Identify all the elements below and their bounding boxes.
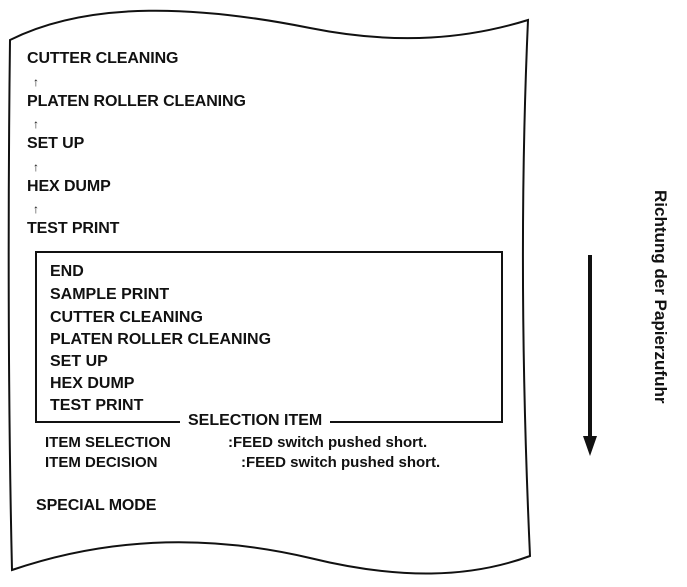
selection-item-platen-roller-cleaning: PLATEN ROLLER CLEANING	[50, 331, 272, 348]
selection-item-cutter-cleaning: CUTTER CLEANING	[50, 309, 203, 326]
paper-direction: Richtung der Papierzufuhr	[650, 190, 670, 510]
up-arrow-icon: ↑	[33, 202, 39, 216]
paper-direction-label: Richtung der Papierzufuhr	[651, 190, 670, 404]
down-arrow-icon	[583, 255, 597, 456]
upper-item-cutter-cleaning: CUTTER CLEANING	[27, 50, 179, 67]
instruction-label: ITEM SELECTION	[45, 434, 171, 451]
upper-item-hex-dump: HEX DUMP	[27, 178, 111, 195]
up-arrow-icon: ↑	[33, 117, 39, 131]
up-arrow-icon: ↑	[33, 75, 39, 89]
selection-item-set-up: SET UP	[50, 353, 108, 370]
upper-item-set-up: SET UP	[27, 135, 85, 152]
selection-item-end: END	[50, 263, 84, 280]
up-arrow-icon: ↑	[33, 160, 39, 174]
instruction-label: ITEM DECISION	[45, 454, 158, 471]
torn-paper-icon	[7, 9, 532, 575]
special-mode-label: SPECIAL MODE	[36, 497, 157, 514]
selection-item-test-print: TEST PRINT	[50, 397, 144, 414]
upper-item-test-print: TEST PRINT	[27, 220, 120, 237]
selection-item-caption: SELECTION ITEM	[180, 411, 331, 431]
selection-item-sample-print: SAMPLE PRINT	[50, 286, 170, 303]
selection-item-hex-dump: HEX DUMP	[50, 375, 135, 392]
instruction-value: :FEED switch pushed short.	[228, 434, 428, 451]
instruction-value: :FEED switch pushed short.	[241, 454, 441, 471]
upper-item-platen-roller-cleaning: PLATEN ROLLER CLEANING	[27, 93, 246, 110]
